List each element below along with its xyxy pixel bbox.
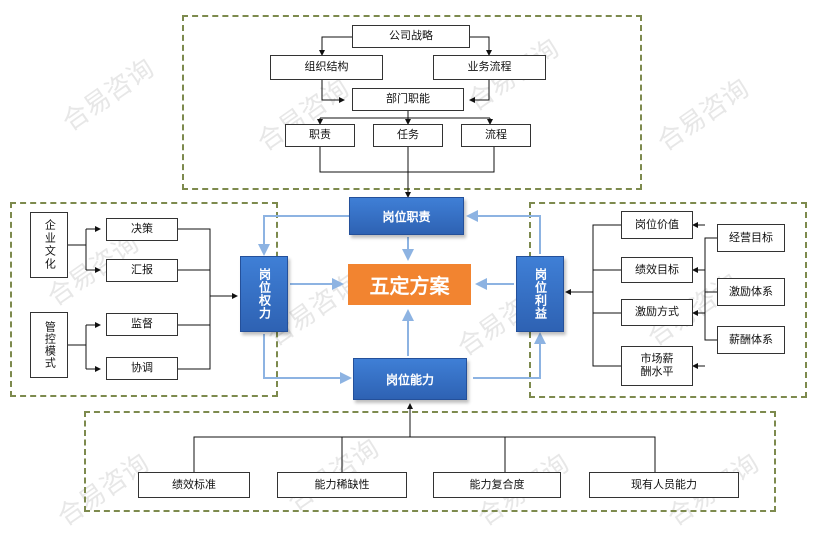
post-benefit-box: 岗位利益 xyxy=(516,256,564,332)
corporate-culture-box: 企业文化 xyxy=(30,212,68,278)
top-group xyxy=(182,15,642,190)
right-item-market-salary: 市场薪酬水平 xyxy=(621,346,693,386)
bottom-item-ability-scarcity: 能力稀缺性 xyxy=(277,472,407,498)
left-item-report: 汇报 xyxy=(106,259,178,282)
driver-incentive-system: 激励体系 xyxy=(717,278,785,306)
bottom-group xyxy=(84,411,776,512)
dept-function-box: 部门职能 xyxy=(352,88,464,111)
control-mode-box: 管控模式 xyxy=(30,312,68,378)
post-duty-box: 岗位职责 xyxy=(349,197,464,235)
post-power-label: 岗位权力 xyxy=(257,268,272,320)
right-item-post-value: 岗位价值 xyxy=(621,211,693,239)
duty-box: 职责 xyxy=(285,124,355,147)
left-item-coordinate: 协调 xyxy=(106,357,178,380)
strategy-box: 公司战略 xyxy=(352,25,470,48)
org-structure-box: 组织结构 xyxy=(270,55,383,80)
driver-salary-system: 薪酬体系 xyxy=(717,326,785,354)
post-power-box: 岗位权力 xyxy=(240,256,288,332)
five-fixed-plan-title: 五定方案 xyxy=(348,264,471,305)
post-ability-box: 岗位能力 xyxy=(353,358,467,400)
left-item-decision: 决策 xyxy=(106,218,178,241)
flow-box: 流程 xyxy=(461,124,531,147)
control-mode-label: 管控模式 xyxy=(43,321,57,369)
post-benefit-label: 岗位利益 xyxy=(533,268,548,320)
bottom-item-current-staff-ability: 现有人员能力 xyxy=(589,472,739,498)
right-item-incentive-method: 激励方式 xyxy=(621,299,693,326)
driver-business-target: 经营目标 xyxy=(717,224,785,252)
right-item-performance-target: 绩效目标 xyxy=(621,257,693,283)
corporate-culture-label: 企业文化 xyxy=(43,219,57,271)
business-process-box: 业务流程 xyxy=(433,55,546,80)
task-box: 任务 xyxy=(373,124,443,147)
bottom-item-ability-complexity: 能力复合度 xyxy=(433,472,561,498)
left-item-supervise: 监督 xyxy=(106,313,178,336)
bottom-item-performance-standard: 绩效标准 xyxy=(138,472,250,498)
